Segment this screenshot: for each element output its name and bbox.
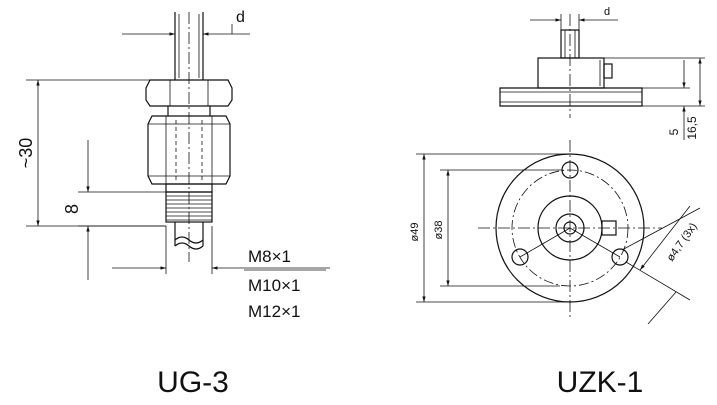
ug3-dim-8-label: 8: [62, 204, 82, 214]
ug3-bottom-rod: [174, 222, 204, 250]
ug3-dim-d-label: d: [236, 9, 245, 26]
ug3-dim-8: 8: [62, 140, 166, 280]
ug3-thread-m8: M8×1: [248, 247, 291, 266]
ug3-drawing: d ~30 8 M8×1 M10×1 M12×1 UG-: [16, 9, 330, 399]
uzk1-dim-38-label: ø38: [433, 221, 445, 240]
ug3-dim-30-label: ~30: [16, 138, 36, 169]
uzk1-drawing: d 5 16,5: [409, 6, 705, 399]
ug3-body: [147, 115, 231, 185]
ug3-dim-d: d: [122, 9, 250, 40]
ug3-dim-30: ~30: [16, 79, 166, 227]
ug3-thread-dim: M8×1 M10×1 M12×1: [112, 226, 330, 321]
ug3-top-nut: [145, 79, 233, 107]
uzk1-dim-d-label: d: [604, 6, 610, 18]
ug3-thread-m10: M10×1: [248, 276, 300, 295]
ug3-title: UG-3: [157, 366, 229, 399]
ug3-thread-m12: M12×1: [248, 302, 300, 321]
uzk1-side-view: d 5 16,5: [499, 6, 705, 140]
ug3-thread: [165, 191, 213, 223]
uzk1-top-view: ø49 ø38 ø4,7 (3x): [409, 140, 701, 325]
uzk1-dim-hole-label: ø4,7 (3x): [665, 221, 700, 264]
uzk1-dim-5-label: 5: [667, 128, 681, 135]
uzk1-title: UZK-1: [557, 366, 644, 399]
uzk1-dim-49-label: ø49: [409, 223, 421, 242]
uzk1-dim-16-5-label: 16,5: [685, 116, 699, 140]
